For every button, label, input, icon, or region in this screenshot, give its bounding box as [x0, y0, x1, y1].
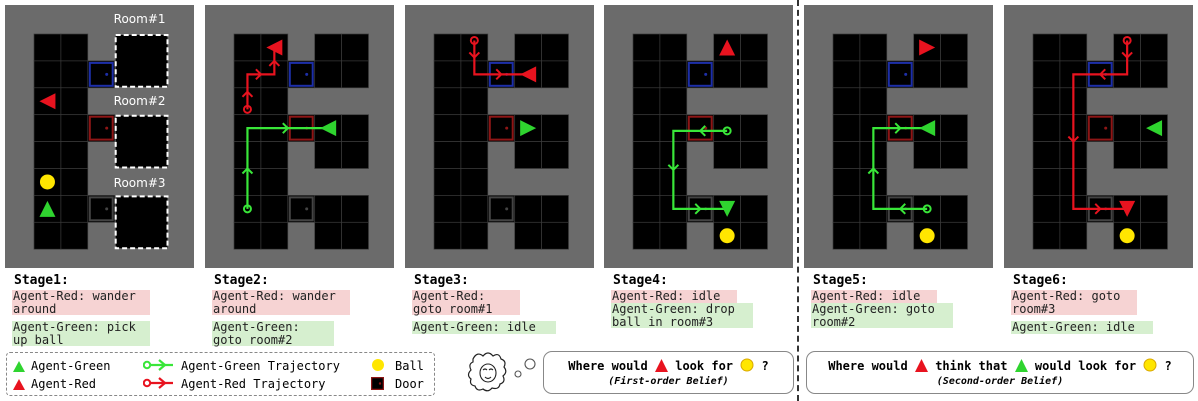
grid-floor [1033, 34, 1168, 249]
stage-title: Stage1: [14, 273, 69, 288]
ball-icon [1143, 358, 1157, 372]
door-icon [290, 197, 313, 220]
legend: Agent-Green Agent-Red Agent-Green Trajec… [6, 352, 435, 396]
door-icon [490, 117, 513, 140]
question-text: would look for [1035, 359, 1136, 373]
agent-green-plan: Agent-Green: idle [412, 321, 556, 334]
door-knob [305, 73, 308, 76]
agent-red-plan: Agent-Red: idle [811, 290, 937, 303]
question-text: ? [761, 359, 768, 373]
room-1 [116, 35, 168, 87]
agent-green-plan: Agent-Green: goto room#2 [811, 303, 953, 328]
question-text: Where would [828, 359, 907, 373]
agent-red-plan: Agent-Red: wander around [212, 290, 350, 315]
door-knob [105, 73, 108, 76]
room-3 [116, 196, 168, 248]
door-icon [90, 63, 113, 86]
legend-door-label: Door [395, 377, 424, 391]
agent-red-plan: Agent-Red: goto room#3 [1011, 290, 1137, 315]
stage-title: Stage2: [214, 273, 269, 288]
question-text: Where would [568, 359, 647, 373]
legend-ball-label: Ball [395, 359, 424, 373]
ball-icon [371, 358, 385, 372]
agent-red-plan: Agent-Red: idle [611, 290, 737, 303]
agent-red-icon [655, 359, 668, 372]
second-order-belief-label: (Second-order Belief) [807, 376, 1193, 387]
stage-6-grid [1004, 5, 1193, 268]
stage-2-grid [205, 5, 394, 268]
door-icon [689, 63, 712, 86]
green-trajectory-icon [143, 358, 175, 372]
agent-green-icon [13, 361, 25, 372]
stage-title: Stage3: [414, 273, 469, 288]
door-icon [90, 197, 113, 220]
ball [1120, 228, 1135, 243]
grid-floor [633, 34, 768, 249]
room-label: Room#3 [114, 176, 166, 190]
grid-floor [34, 34, 168, 249]
agent-red-plan: Agent-Red: goto room#1 [412, 290, 520, 315]
stage-title: Stage4: [613, 273, 668, 288]
agent-red-icon [915, 359, 928, 372]
legend-agent-red-label: Agent-Red [31, 377, 96, 391]
agent-red-icon [13, 379, 25, 390]
door-knob [105, 207, 108, 210]
door-icon [889, 63, 912, 86]
ball-icon [740, 358, 754, 372]
ball [920, 228, 935, 243]
legend-green-trajectory-label: Agent-Green Trajectory [181, 359, 340, 373]
first-order-question-box: Where would look for ? (First-order Beli… [543, 351, 794, 394]
agent-green-plan: Agent-Green: goto room#2 [212, 321, 334, 346]
first-order-question: Where would look for ? [544, 358, 793, 373]
ball [720, 228, 735, 243]
question-text: look for [675, 359, 733, 373]
ball [40, 174, 55, 189]
question-text: think that [935, 359, 1007, 373]
question-text: ? [1165, 359, 1172, 373]
stage-4-grid [604, 5, 793, 268]
stage-1-grid: Room#1Room#2Room#3 [5, 5, 194, 268]
red-trajectory-icon [143, 376, 175, 390]
door-knob [505, 207, 508, 210]
door-icon [371, 377, 384, 390]
door-icon [1089, 117, 1112, 140]
legend-red-trajectory-label: Agent-Red Trajectory [181, 377, 326, 391]
agent-green-icon [1015, 359, 1028, 372]
room-label: Room#2 [114, 94, 166, 108]
stage-title: Stage6: [1013, 273, 1068, 288]
agent-green-plan: Agent-Green: idle [1011, 321, 1153, 334]
door-icon [90, 117, 113, 140]
door-knob [505, 127, 508, 130]
llama-mascot-icon [465, 349, 543, 397]
second-order-question: Where would think that would look for ? [807, 358, 1193, 373]
door-knob [1104, 127, 1107, 130]
door-icon [689, 117, 712, 140]
grid-floor [434, 34, 569, 249]
stage-3-grid [405, 5, 594, 268]
door-knob [105, 127, 108, 130]
section-divider [797, 0, 799, 401]
door-knob [704, 73, 707, 76]
door-knob [904, 73, 907, 76]
agent-green-plan: Agent-Green: pick up ball [12, 321, 150, 346]
stage-title: Stage5: [813, 273, 868, 288]
room-label: Room#1 [114, 12, 166, 26]
second-order-question-box: Where would think that would look for ? … [806, 351, 1194, 394]
agent-green-plan: Agent-Green: drop ball in room#3 [611, 303, 753, 328]
room-2 [116, 116, 168, 168]
agent-red-plan: Agent-Red: wander around [12, 290, 150, 315]
grid-floor [833, 34, 968, 249]
door-knob [305, 207, 308, 210]
legend-agent-green-label: Agent-Green [31, 359, 110, 373]
first-order-belief-label: (First-order Belief) [544, 376, 793, 387]
stage-5-grid [804, 5, 993, 268]
door-icon [290, 63, 313, 86]
door-icon [490, 197, 513, 220]
grid-floor [234, 34, 369, 249]
